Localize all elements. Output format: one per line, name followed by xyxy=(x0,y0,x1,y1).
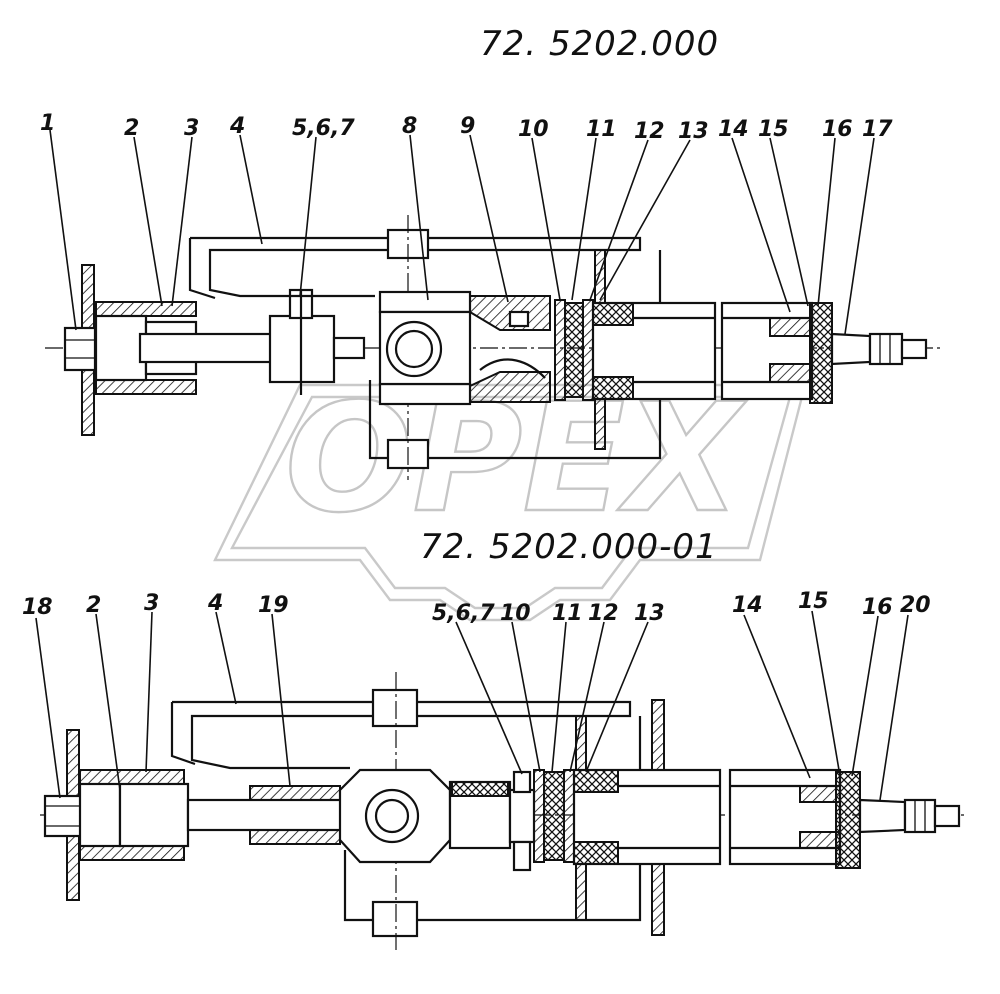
callout-top-4: 4 xyxy=(229,114,245,139)
bottom-shaft xyxy=(186,798,350,832)
top-callouts: 1 2 3 4 5,6,7 8 9 10 11 12 13 14 15 16 1… xyxy=(40,111,893,144)
bottom-washer-10 xyxy=(533,769,545,863)
bottom-end-washers xyxy=(835,771,861,869)
bottom-leaders xyxy=(35,610,909,801)
bottom-bushing-upper xyxy=(79,769,185,785)
bottom-washer-11 xyxy=(543,771,565,861)
bottom-clamp xyxy=(508,788,536,844)
callout-bottom-16: 16 xyxy=(862,595,893,620)
callout-top-17: 17 xyxy=(862,117,893,142)
callout-top-2: 2 xyxy=(124,116,139,141)
callout-top-16: 16 xyxy=(822,117,853,142)
top-sleeve xyxy=(94,314,148,382)
callout-bottom-15: 15 xyxy=(798,589,829,614)
top-bracket-upper xyxy=(190,236,642,298)
top-washer-11 xyxy=(564,302,584,398)
callout-bottom-14: 14 xyxy=(732,593,763,618)
callout-top-5-6-7: 5,6,7 xyxy=(292,116,355,141)
callout-bottom-12: 12 xyxy=(588,601,619,626)
bottom-joint-cross-outer xyxy=(364,788,420,844)
bottom-joint-cross-inner xyxy=(374,798,410,834)
bottom-callouts: 18 2 3 4 19 5,6,7 10 11 12 13 14 15 16 2… xyxy=(22,589,931,626)
top-end-washers xyxy=(809,302,833,404)
drawing-title-top: 72. 5202.000 xyxy=(480,24,719,64)
bottom-bushing-lower xyxy=(79,845,185,861)
top-yoke-lower xyxy=(378,382,472,406)
bottom-bolt-head xyxy=(43,794,83,838)
callout-bottom-5-6-7: 5,6,7 xyxy=(432,601,495,626)
callout-top-10: 10 xyxy=(518,117,549,142)
top-yoke-upper xyxy=(378,290,472,314)
top-bushing-upper xyxy=(95,301,197,317)
callout-top-11: 11 xyxy=(586,117,617,142)
bottom-bracket-upper xyxy=(172,700,632,770)
top-end-fitting xyxy=(830,332,872,366)
callout-top-3: 3 xyxy=(184,116,199,141)
top-leaders xyxy=(49,129,875,335)
drawing-title-bottom: 72. 5202.000-01 xyxy=(420,527,718,567)
callout-top-12: 12 xyxy=(634,119,665,144)
top-assembly xyxy=(45,215,940,480)
top-washer-12 xyxy=(582,299,594,401)
watermark-logo: OPEX xyxy=(213,371,807,622)
callout-bottom-11: 11 xyxy=(552,601,583,626)
callout-top-8: 8 xyxy=(402,114,417,139)
callout-bottom-4: 4 xyxy=(207,591,223,616)
bottom-washer-12 xyxy=(563,769,575,863)
callout-bottom-18: 18 xyxy=(22,595,53,620)
callout-bottom-19: 19 xyxy=(258,593,289,618)
bottom-end-fitting xyxy=(858,798,907,834)
callout-bottom-10: 10 xyxy=(500,601,531,626)
bottom-shaft-sleeve xyxy=(249,785,341,801)
callout-bottom-3: 3 xyxy=(144,591,159,616)
bottom-assembly xyxy=(40,672,965,950)
bottom-tube xyxy=(728,768,842,866)
top-washer-10 xyxy=(554,299,566,401)
callout-bottom-2: 2 xyxy=(86,593,101,618)
callout-bottom-20: 20 xyxy=(900,593,931,618)
top-shaft xyxy=(138,332,282,364)
top-bolt-head xyxy=(63,326,97,372)
bottom-nut xyxy=(118,782,190,848)
top-bushing-lower xyxy=(95,379,197,395)
callout-top-14: 14 xyxy=(718,117,749,142)
bottom-ear-upper xyxy=(371,688,419,728)
bottom-ear-lower xyxy=(371,900,419,938)
callout-top-13: 13 xyxy=(678,119,709,144)
callout-top-9: 9 xyxy=(460,114,475,139)
callout-bottom-13: 13 xyxy=(634,601,665,626)
callout-top-1: 1 xyxy=(40,111,55,136)
top-joint-cross-inner xyxy=(394,329,434,369)
callout-top-15: 15 xyxy=(758,117,789,142)
